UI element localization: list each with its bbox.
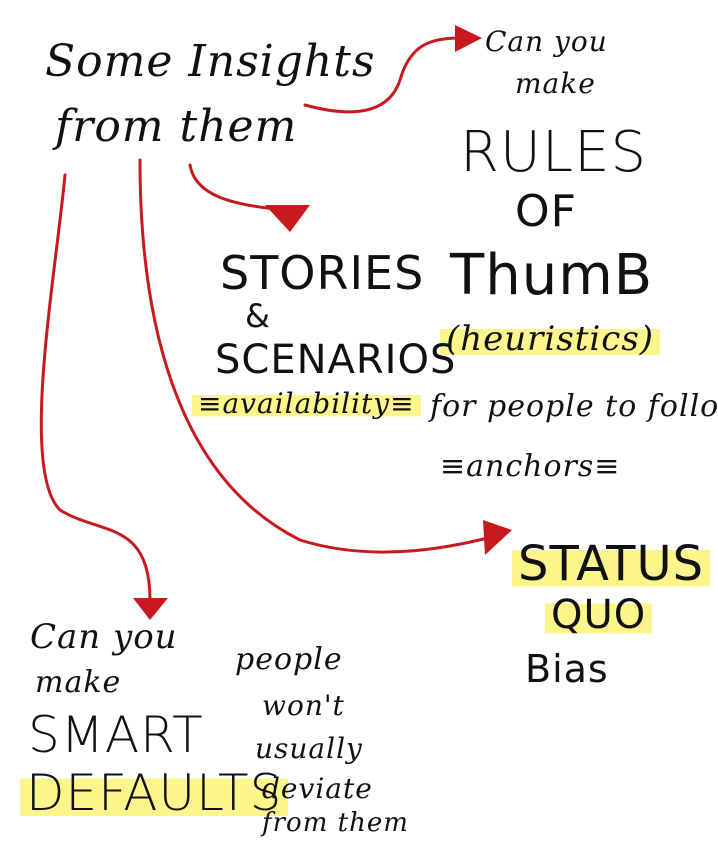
- rules-line-1: Can you: [485, 25, 608, 58]
- rules-line-2: make: [515, 67, 596, 100]
- defaults-line-4: DEFAULTS: [20, 764, 289, 822]
- quo-text: QUO: [545, 592, 653, 638]
- note-line-4: deviate: [262, 772, 373, 805]
- defaults-text: DEFAULTS: [20, 764, 289, 822]
- note-line-2: won't: [262, 689, 345, 722]
- arrowhead-icon: [455, 25, 482, 52]
- defaults-line-3: SMART: [28, 706, 204, 764]
- arrow-to-rules: [303, 36, 462, 114]
- arrow-to-stories: [188, 163, 287, 212]
- status-text: STATUS: [512, 536, 711, 592]
- defaults-line-1: Can you: [30, 617, 178, 657]
- note-line-5: from them: [262, 808, 409, 838]
- arrowhead-icon: [483, 520, 512, 555]
- title-line-2: from them: [55, 101, 298, 152]
- availability-text: ≡availability≡: [192, 387, 421, 420]
- heuristics-text: (heuristics): [440, 319, 661, 359]
- stories-line-2: &: [245, 297, 271, 335]
- rules-line-6: for people to follow: [430, 389, 718, 424]
- availability-bias: ≡availability≡: [192, 387, 421, 420]
- stories-line-1: STORIES: [220, 246, 425, 300]
- arrow-to-status-quo: [138, 158, 502, 554]
- note-line-1: people: [235, 642, 343, 677]
- status-quo-line-2: QUO: [545, 592, 653, 638]
- status-quo-line-3: Bias: [525, 647, 609, 691]
- arrowhead-icon: [265, 205, 310, 232]
- note-line-3: usually: [255, 732, 363, 765]
- arrowhead-icon: [133, 598, 168, 620]
- title-line-1: Some Insights: [45, 36, 376, 87]
- arrow-to-defaults: [39, 173, 152, 602]
- rules-line-4: OF: [515, 186, 577, 237]
- defaults-line-2: make: [35, 665, 122, 700]
- rules-line-3: RULES: [460, 120, 648, 185]
- stories-line-3: SCENARIOS: [215, 337, 457, 383]
- heuristics-highlight: (heuristics): [440, 319, 661, 359]
- anchors-bias: ≡anchors≡: [440, 449, 621, 484]
- rules-line-5: ThumB: [450, 243, 654, 308]
- status-quo-line-1: STATUS: [512, 536, 711, 592]
